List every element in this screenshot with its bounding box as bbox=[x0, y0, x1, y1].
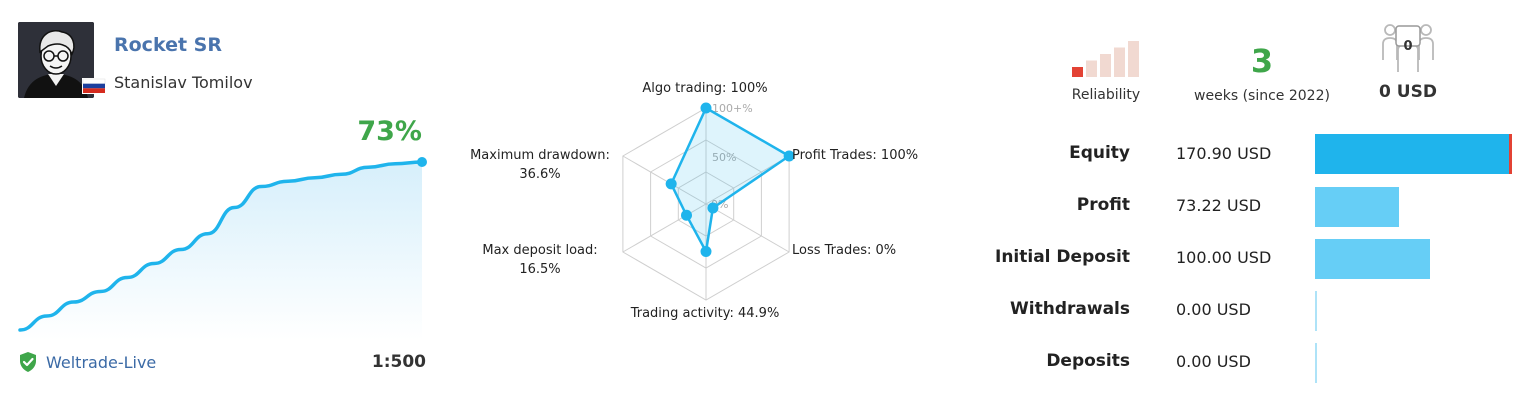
stat-value-initial-deposit: 100.00 USD bbox=[1176, 248, 1272, 267]
stat-value-withdrawals: 0.00 USD bbox=[1176, 300, 1251, 319]
reliability-bar-4 bbox=[1114, 47, 1125, 77]
signal-name-link[interactable]: Rocket SR bbox=[114, 34, 222, 56]
radar-label-algo-trading: Algo trading: 100% bbox=[642, 81, 768, 96]
stat-label-initial-deposit: Initial Deposit bbox=[995, 247, 1130, 267]
radar-label-max-drawdown: Maximum drawdown:36.6% bbox=[470, 148, 610, 182]
growth-area bbox=[20, 162, 422, 340]
radar-point-2 bbox=[707, 202, 719, 214]
growth-end-point bbox=[417, 157, 427, 167]
author-name[interactable]: Stanislav Tomilov bbox=[114, 73, 253, 92]
radar-grid-spoke bbox=[705, 203, 790, 253]
shield-check-icon bbox=[20, 352, 36, 372]
subscribers-icon bbox=[1382, 24, 1434, 72]
stat-bar-withdrawals bbox=[1315, 291, 1317, 331]
weeks-label: weeks (since 2022) bbox=[1194, 88, 1330, 104]
reliability-bar-2 bbox=[1086, 60, 1097, 77]
stat-value-equity: 170.90 USD bbox=[1176, 144, 1272, 163]
radar-label-loss-trades: Loss Trades: 0% bbox=[792, 243, 897, 258]
growth-line bbox=[18, 160, 424, 332]
radar-scale-label-50: 50% bbox=[712, 151, 736, 164]
radar-point-1 bbox=[783, 150, 795, 162]
subscribers-amount: 0 USD bbox=[1379, 82, 1437, 102]
radar-chart[interactable]: 100+% 50% 0% bbox=[440, 70, 980, 330]
radar-point-4 bbox=[680, 209, 692, 221]
avatar[interactable] bbox=[18, 22, 94, 98]
avatar-portrait-icon bbox=[18, 22, 94, 98]
growth-percent: 73% bbox=[357, 116, 422, 147]
stat-label-equity: Equity bbox=[1069, 143, 1130, 163]
stat-label-profit: Profit bbox=[1076, 195, 1130, 215]
radar-points bbox=[665, 102, 795, 258]
radar-point-5 bbox=[665, 178, 677, 190]
radar-point-0 bbox=[700, 102, 712, 114]
radar-area bbox=[669, 106, 791, 253]
radar-grid-spoke bbox=[622, 203, 707, 253]
stat-bar-deposits bbox=[1315, 343, 1317, 383]
radar-label-trading-activity: Trading activity: 44.9% bbox=[630, 306, 780, 321]
subscribers-count: 0 bbox=[1403, 39, 1413, 54]
broker-link[interactable]: Weltrade-Live bbox=[46, 353, 157, 372]
reliability-bars-icon[interactable] bbox=[1072, 40, 1142, 78]
stat-label-deposits: Deposits bbox=[1046, 351, 1130, 371]
stat-value-profit: 73.22 USD bbox=[1176, 196, 1262, 215]
growth-chart[interactable] bbox=[0, 140, 440, 340]
radar-label-profit-trades: Profit Trades: 100% bbox=[792, 148, 919, 163]
stat-bar-profit bbox=[1315, 187, 1399, 227]
radar-grid-spoke bbox=[622, 155, 707, 205]
stat-bar-equity bbox=[1315, 134, 1512, 174]
russia-flag-icon bbox=[82, 78, 106, 94]
radar-point-3 bbox=[700, 246, 712, 258]
leverage-value: 1:500 bbox=[371, 352, 426, 372]
radar-scale-label-100: 100+% bbox=[712, 102, 753, 115]
radar-label-max-deposit-load: Max deposit load:16.5% bbox=[482, 243, 598, 277]
stat-value-deposits: 0.00 USD bbox=[1176, 352, 1251, 371]
stat-bar-initial-deposit bbox=[1315, 239, 1430, 279]
reliability-bar-1 bbox=[1072, 67, 1083, 77]
reliability-bar-5 bbox=[1128, 41, 1139, 77]
reliability-label: Reliability bbox=[1071, 87, 1141, 103]
stat-label-withdrawals: Withdrawals bbox=[1010, 299, 1130, 319]
reliability-bar-3 bbox=[1100, 54, 1111, 77]
weeks-count: 3 bbox=[1250, 42, 1274, 80]
